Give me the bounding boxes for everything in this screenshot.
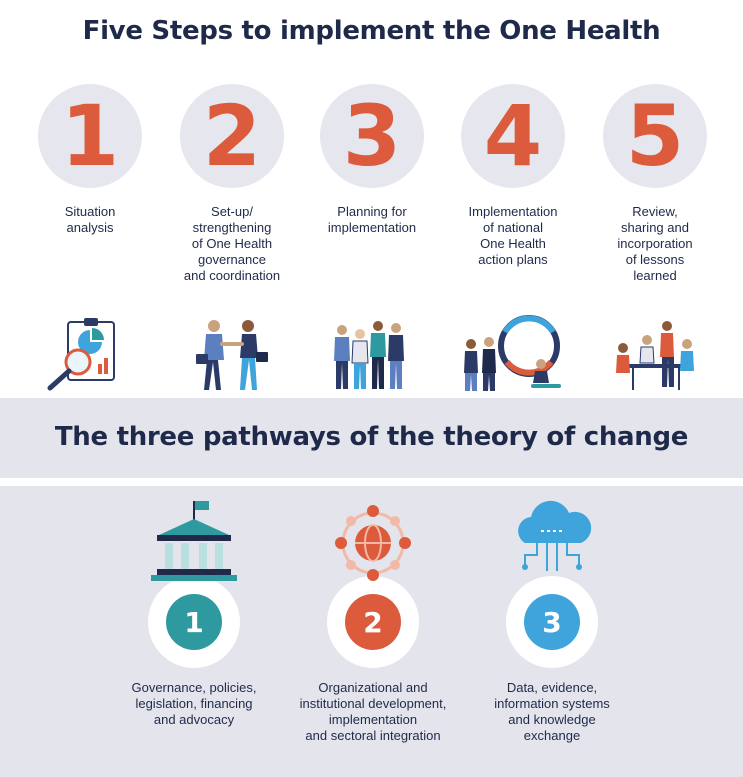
- step-3: 3 Planning for implementation: [302, 84, 442, 389]
- pathway-3-number: 3: [524, 594, 580, 650]
- team-meeting-icon: [616, 321, 694, 390]
- pathway-2-badge: 2: [327, 576, 419, 668]
- pathway-2: 2 Organizational and institutional devel…: [283, 495, 463, 744]
- team-planning-icon: [334, 321, 404, 389]
- pathways-title: The three pathways of the theory of chan…: [54, 422, 689, 452]
- step-5-label: Review, sharing and incorporation of les…: [617, 204, 693, 283]
- pathway-1: 1 Governance, policies, legislation, fin…: [104, 495, 284, 728]
- step-4-label: Implementation of national One Health ac…: [468, 204, 558, 267]
- pathway-3-badge: 3: [506, 576, 598, 668]
- pathway-3-label: Data, evidence, information systems and …: [494, 680, 610, 743]
- pathway-2-number: 2: [345, 594, 401, 650]
- step-3-label: Planning for implementation: [327, 204, 417, 235]
- network-globe-icon: [335, 505, 411, 581]
- step-1-number: 1: [38, 84, 142, 188]
- pathway-1-label: Governance, policies, legislation, finan…: [131, 680, 257, 727]
- pathway-1-number: 1: [166, 594, 222, 650]
- action-plan-wheel-icon: [464, 315, 561, 391]
- step-2: 2 Set-up/ strengthening of One Health go…: [162, 84, 302, 390]
- pathway-3: 3 Data, evidence, information systems an…: [462, 495, 642, 744]
- step-5-number: 5: [603, 84, 707, 188]
- pathway-2-label: Organizational and institutional develop…: [299, 680, 447, 743]
- pathway-1-badge: 1: [148, 576, 240, 668]
- analysis-report-icon: [47, 318, 115, 391]
- pathways-header-band: [0, 398, 743, 478]
- handshake-people-icon: [196, 320, 268, 390]
- step-4-number: 4: [461, 84, 565, 188]
- step-5: 5 Review, sharing and incorporation of l…: [585, 84, 725, 390]
- government-building-icon: [151, 501, 237, 581]
- page-title: Five Steps to implement the One Health: [82, 16, 661, 46]
- step-1: 1 Situation analysis: [20, 84, 160, 391]
- step-1-label: Situation analysis: [64, 204, 116, 235]
- step-2-number: 2: [180, 84, 284, 188]
- cloud-data-icon: [518, 500, 592, 571]
- step-2-label: Set-up/ strengthening of One Health gove…: [183, 204, 281, 283]
- step-3-number: 3: [320, 84, 424, 188]
- step-4: 4 Implementation of national One Health …: [443, 84, 583, 391]
